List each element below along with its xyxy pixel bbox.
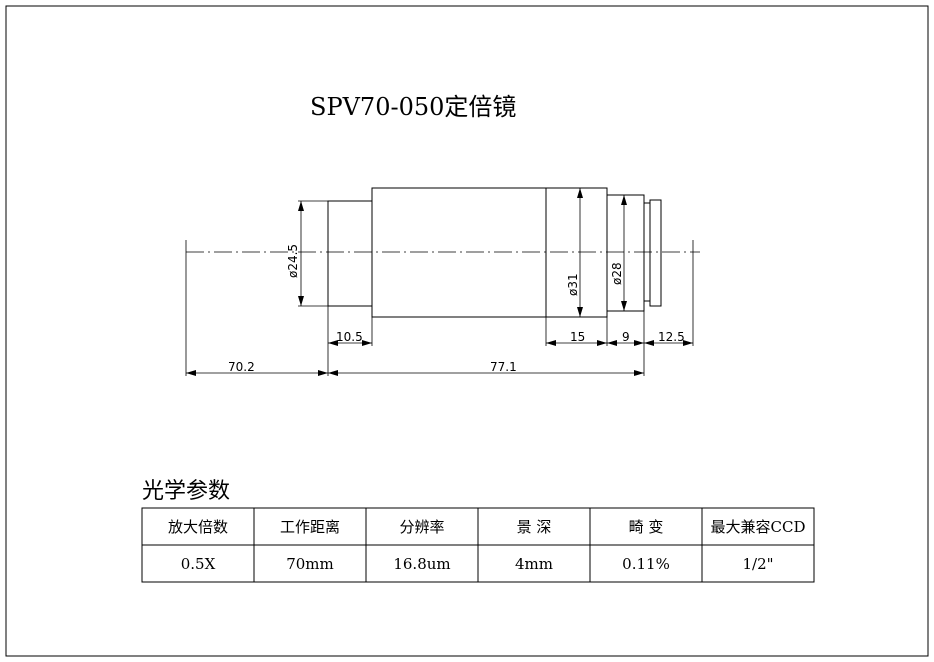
dim-length-15: 15 (570, 330, 585, 344)
header-resolution: 分辨率 (399, 518, 444, 536)
value-max-ccd: 1/2" (742, 555, 773, 573)
value-depth-of-field: 4mm (515, 555, 553, 573)
dim-length-9: 9 (622, 330, 630, 344)
dimension-lines (185, 188, 694, 376)
mount-thread (649, 199, 662, 307)
value-resolution: 16.8um (393, 555, 450, 573)
dim-length-10-5: 10.5 (336, 330, 363, 344)
drawing-title: SPV70-050定倍镜 (310, 93, 516, 121)
header-max-ccd: 最大兼容CCD (711, 518, 806, 536)
dim-length-70-2: 70.2 (228, 360, 255, 374)
table-row: 0.5X 70mm 16.8um 4mm 0.11% 1/2" (181, 555, 774, 573)
rear-section (606, 194, 645, 312)
value-distortion: 0.11% (622, 555, 670, 573)
focus-ring (545, 187, 608, 318)
table-header-row: 放大倍数 工作距离 分辨率 景 深 畸 变 最大兼容CCD (168, 518, 806, 536)
header-depth-of-field: 景 深 (517, 518, 552, 536)
value-magnification: 0.5X (181, 555, 216, 573)
optical-parameters-table: 放大倍数 工作距离 分辨率 景 深 畸 变 最大兼容CCD 0.5X 70mm … (141, 507, 815, 583)
dimension-labels: ø24.5 ø31 ø28 10.5 15 9 12.5 70.2 77.1 (228, 244, 685, 374)
lens-outline (186, 187, 700, 318)
main-body (371, 187, 547, 318)
front-tube (327, 200, 373, 307)
value-working-distance: 70mm (286, 555, 334, 573)
header-working-distance: 工作距离 (280, 518, 340, 536)
dim-diameter-24-5: ø24.5 (286, 244, 300, 278)
dim-diameter-28: ø28 (610, 262, 624, 285)
header-distortion: 畸 变 (629, 518, 664, 536)
section-title: 光学参数 (142, 479, 230, 504)
dim-length-12-5: 12.5 (658, 330, 685, 344)
drawing-frame (5, 5, 929, 657)
header-magnification: 放大倍数 (168, 518, 228, 536)
dim-diameter-31: ø31 (566, 273, 580, 296)
dim-length-77-1: 77.1 (490, 360, 517, 374)
